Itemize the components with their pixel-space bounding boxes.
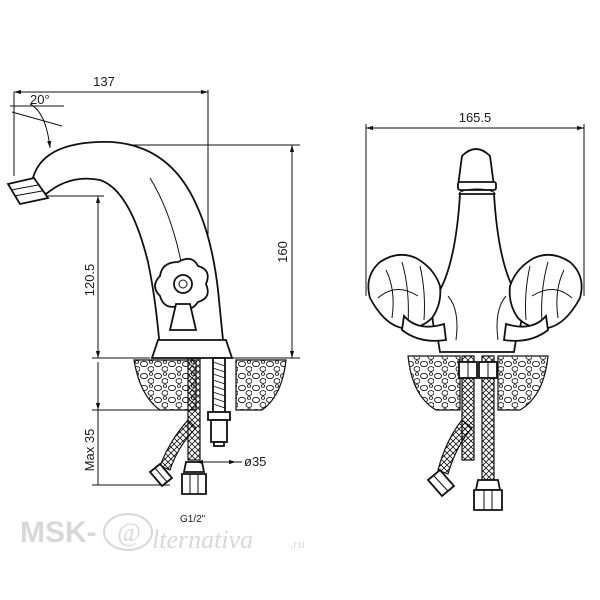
countertop-side: [133, 359, 287, 411]
spout-front: [456, 148, 497, 200]
watermark-at-symbol: @: [117, 518, 141, 547]
handle-right-front: [502, 253, 583, 342]
dimension-label-spout-height: 120.5: [82, 264, 97, 297]
dimension-hole-diameter: ø35: [196, 454, 266, 469]
dimension-label-spout-angle: 20°: [30, 92, 50, 107]
dimension-label-max-mounting-depth: Max 35: [82, 429, 97, 472]
dimension-label-total-height: 160: [275, 241, 290, 263]
side-view: 137 20° 160 120.5 Max: [6, 74, 300, 525]
faucet-body-front: [431, 193, 523, 353]
dimension-thread: G1/2": [180, 514, 206, 525]
dimension-label-spout-reach: 137: [93, 74, 115, 89]
front-view: 165.5: [365, 110, 585, 511]
watermark-at-ring: [103, 513, 153, 551]
handle-knob-side: [154, 257, 209, 331]
dimension-label-hole-diameter: ø35: [244, 454, 266, 469]
dimension-spout-angle: 20°: [10, 92, 64, 149]
handle-left-front: [367, 253, 448, 342]
dimension-overall-width: 165.5: [365, 110, 585, 296]
countertop-front: [407, 355, 549, 411]
dimension-label-overall-width: 165.5: [459, 110, 492, 125]
hoses-front: [426, 355, 503, 511]
dimension-max-mounting-depth: Max 35: [82, 362, 170, 486]
watermark-word: lternativa: [152, 525, 253, 554]
dimension-label-thread: G1/2": [180, 514, 206, 525]
watermark-tld: .ru: [290, 536, 305, 551]
mounting-stud-side: [207, 357, 231, 447]
hose-left-side: [148, 357, 207, 495]
watermark: MSK- @ lternativa .ru: [20, 513, 305, 554]
faucet-body-side: [6, 141, 234, 359]
watermark-brand: MSK-: [20, 516, 97, 549]
dimension-spout-height: 120.5: [40, 195, 150, 359]
